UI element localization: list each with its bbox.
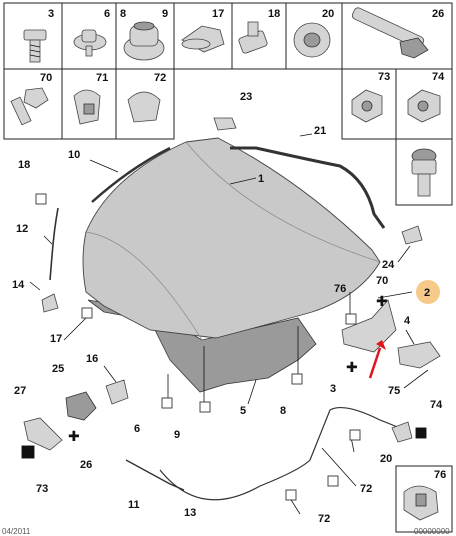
highlight-circle: [416, 280, 440, 304]
grid-label-73: 73: [378, 71, 390, 83]
callout-26: 26: [80, 459, 92, 471]
cross-marker-26: ✚: [68, 429, 80, 445]
corner-date: 04/2011: [2, 527, 31, 536]
part-27-striker-icon: [23, 417, 63, 451]
callout-72-a: 72: [360, 483, 372, 495]
part-24-bracket-icon: [401, 225, 423, 245]
callout-5: 5: [240, 405, 246, 417]
fastener-grid-right: 73 74: [341, 68, 453, 206]
fastener-grid-second: 70 71 72: [3, 68, 175, 140]
part-76-bracket-icon: [341, 299, 397, 353]
part-26-stud-icon: [351, 7, 429, 59]
hood-assembly: [82, 137, 386, 393]
callout-20: 20: [380, 453, 392, 465]
part-16-bracket-icon: [105, 379, 129, 405]
part-74-nut-icon: [407, 89, 441, 123]
part-screw-icon: [411, 148, 437, 197]
callout-75: 75: [388, 385, 400, 397]
part-18-rivet-icon: [238, 21, 268, 54]
callout-13: 13: [184, 507, 196, 519]
grid-label-71: 71: [96, 72, 108, 84]
grid-label-72: 72: [154, 72, 166, 84]
callout-17: 17: [50, 333, 62, 345]
callout-8: 8: [280, 405, 286, 417]
grid-label-20: 20: [322, 8, 334, 20]
callout-12: 12: [16, 223, 28, 235]
grid-label-26: 26: [432, 8, 444, 20]
callout-11: 11: [128, 499, 140, 511]
grid-label-74: 74: [432, 71, 445, 83]
grid-label-8: 8: [120, 8, 126, 20]
callout-3: 3: [330, 383, 336, 395]
callout-square-73: [21, 445, 35, 459]
callout-24: 24: [382, 259, 395, 271]
part-4-hinge-icon: [397, 341, 441, 369]
callout-27: 27: [14, 385, 26, 397]
callout-4: 4: [404, 315, 411, 327]
part-74-latch-icon: [391, 421, 413, 443]
callout-9: 9: [174, 429, 180, 441]
cross-marker-3: ✚: [346, 360, 358, 376]
callout-10: 10: [68, 149, 80, 161]
callout-16: 16: [86, 353, 98, 365]
callout-square-74: [415, 427, 427, 439]
part-11-cable-icon: [125, 459, 185, 491]
callout-73: 73: [36, 483, 48, 495]
part-17-plug-icon: [181, 25, 225, 53]
part-8-9-grommet-icon: [123, 21, 165, 61]
callout-18: 18: [18, 159, 30, 171]
callout-2: 2: [424, 287, 430, 299]
inset-76: 76: [395, 465, 453, 533]
inset-label-76: 76: [434, 469, 446, 481]
part-14-clip-icon: [41, 293, 59, 313]
callout-1: 1: [258, 173, 264, 185]
part-20-bumper-icon: [293, 22, 331, 58]
callout-25: 25: [52, 363, 64, 375]
grid-label-9: 9: [162, 8, 168, 20]
callout-21: 21: [314, 125, 326, 137]
part-25-lock-icon: [65, 391, 97, 421]
red-arrow-icon: [368, 340, 386, 379]
part-3-screw-icon: [23, 29, 47, 63]
cross-marker-70: ✚: [376, 294, 388, 310]
part-71-clip-icon: [73, 89, 101, 125]
grid-label-6: 6: [104, 8, 110, 20]
grid-label-3: 3: [48, 8, 54, 20]
callout-76: 76: [334, 283, 346, 295]
callout-74: 74: [430, 399, 443, 411]
part-6-clip-icon: [73, 29, 107, 57]
part-12-prop-rod-icon: [49, 207, 59, 281]
callout-70: 70: [376, 275, 388, 287]
grid-label-70: 70: [40, 72, 52, 84]
callout-6: 6: [134, 423, 140, 435]
part-23-clip-icon: [213, 117, 237, 131]
part-73-nut-icon: [351, 89, 383, 123]
fastener-grid-top: 3 6 8 9 17 18 20 26: [3, 2, 453, 70]
grid-label-17: 17: [212, 8, 224, 20]
grid-label-18: 18: [268, 8, 280, 20]
part-70-bolt-icon: [10, 87, 49, 126]
part-13-release-cable: [159, 407, 411, 501]
callout-72-b: 72: [318, 513, 330, 525]
callout-23: 23: [240, 91, 252, 103]
callout-14: 14: [12, 279, 25, 291]
part-72-clip-icon: [127, 91, 161, 123]
corner-code: 00000000: [414, 527, 450, 536]
